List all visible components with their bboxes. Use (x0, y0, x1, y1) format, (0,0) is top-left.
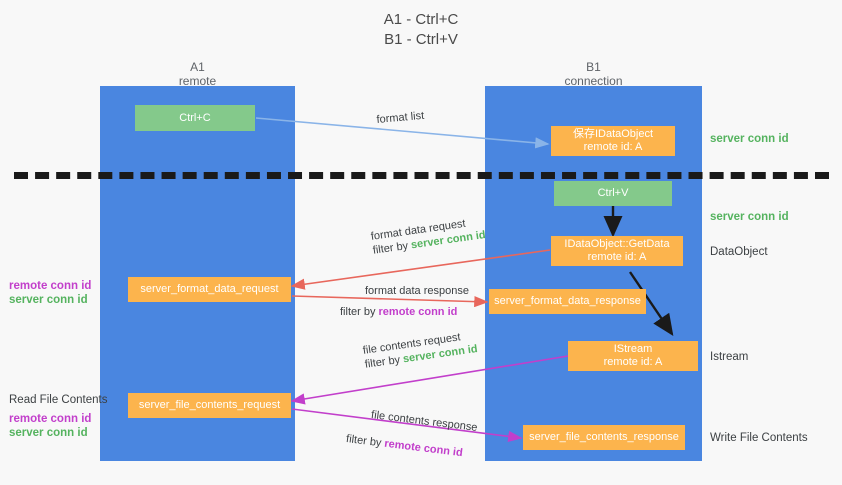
box-istream-line2: remote id: A (603, 356, 663, 368)
label-istream: Istream (710, 351, 749, 363)
box-getdata-line1: IDataObject::GetData (564, 238, 670, 250)
box-server-file-contents-response[interactable]: server_file_contents_response (523, 425, 685, 450)
lane-header-b1-name: B1 (586, 60, 601, 74)
lane-header-a1: A1 remote (100, 60, 295, 88)
filter-prefix-1: filter by (372, 239, 412, 257)
label-format-remote-conn-id: remote conn id (9, 280, 92, 292)
label-file-server-conn-id: server conn id (9, 427, 88, 439)
box-ctrl-c-label: Ctrl+C (179, 111, 211, 124)
label-format-server-conn-id: server conn id (9, 294, 88, 306)
label-file-remote-conn-id: remote conn id (9, 413, 92, 425)
label-server-conn-id-mid: server conn id (710, 211, 789, 223)
filter-value-remote-conn-id-1: remote conn id (378, 306, 458, 318)
box-server-file-contents-response-label: server_file_contents_response (529, 431, 679, 443)
filter-prefix-4: filter by (345, 432, 386, 450)
lane-header-b1-sub: connection (564, 74, 623, 88)
label-write-file-contents: Write File Contents (710, 432, 808, 444)
title-line-1: A1 - Ctrl+C (383, 11, 459, 28)
box-idataobject[interactable]: 保存IDataObject remote id: A (551, 126, 675, 156)
filter-value-remote-conn-id-2: remote conn id (383, 437, 464, 460)
dashed-divider (14, 172, 829, 179)
label-file-conn-ids: remote conn id server conn id (9, 412, 91, 440)
edge-label-format-data-response-filter: filter by remote conn id (340, 305, 457, 319)
box-istream[interactable]: IStream remote id: A (568, 341, 698, 371)
edge-label-format-data-response-title: format data response (365, 285, 469, 297)
edge-label-file-contents-request: file contents request filter by server c… (362, 328, 479, 372)
filter-prefix-3: filter by (364, 353, 404, 371)
box-getdata-line2: remote id: A (587, 251, 647, 263)
box-server-file-contents-request[interactable]: server_file_contents_request (128, 393, 291, 418)
label-format-conn-ids: remote conn id server conn id (9, 279, 91, 307)
edge-label-file-contents-response-title: file contents response (370, 408, 479, 434)
filter-prefix-2: filter by (340, 306, 379, 318)
box-getdata[interactable]: IDataObject::GetData remote id: A (551, 236, 683, 266)
box-ctrl-v-label: Ctrl+V (597, 187, 629, 199)
box-server-format-data-response[interactable]: server_format_data_response (489, 289, 646, 314)
title-line-2: B1 - Ctrl+V (384, 31, 458, 48)
box-server-format-data-request-label: server_format_data_request (140, 283, 279, 295)
box-idataobject-line2: remote id: A (583, 141, 643, 153)
box-server-format-data-request[interactable]: server_format_data_request (128, 277, 291, 302)
box-istream-line1: IStream (613, 343, 653, 355)
edge-label-format-data-request: format data request filter by server con… (370, 214, 487, 258)
box-ctrl-c[interactable]: Ctrl+C (135, 105, 255, 131)
lane-header-a1-sub: remote (178, 74, 217, 88)
label-server-conn-id-top: server conn id (710, 133, 789, 145)
lane-header-b1: B1 connection (485, 60, 702, 88)
box-server-format-data-response-label: server_format_data_response (494, 295, 641, 307)
edge-label-format-list: format list (376, 109, 425, 126)
lane-header-a1-name: A1 (190, 60, 205, 74)
label-dataobject: DataObject (710, 246, 768, 258)
box-server-file-contents-request-label: server_file_contents_request (138, 399, 281, 411)
edge-label-file-contents-response-filter: filter by remote conn id (345, 432, 463, 460)
box-idataobject-line1: 保存IDataObject (572, 128, 654, 140)
label-read-file-contents: Read File Contents (9, 394, 108, 406)
box-ctrl-v[interactable]: Ctrl+V (554, 181, 672, 206)
diagram-title: A1 - Ctrl+C B1 - Ctrl+V (0, 10, 842, 50)
